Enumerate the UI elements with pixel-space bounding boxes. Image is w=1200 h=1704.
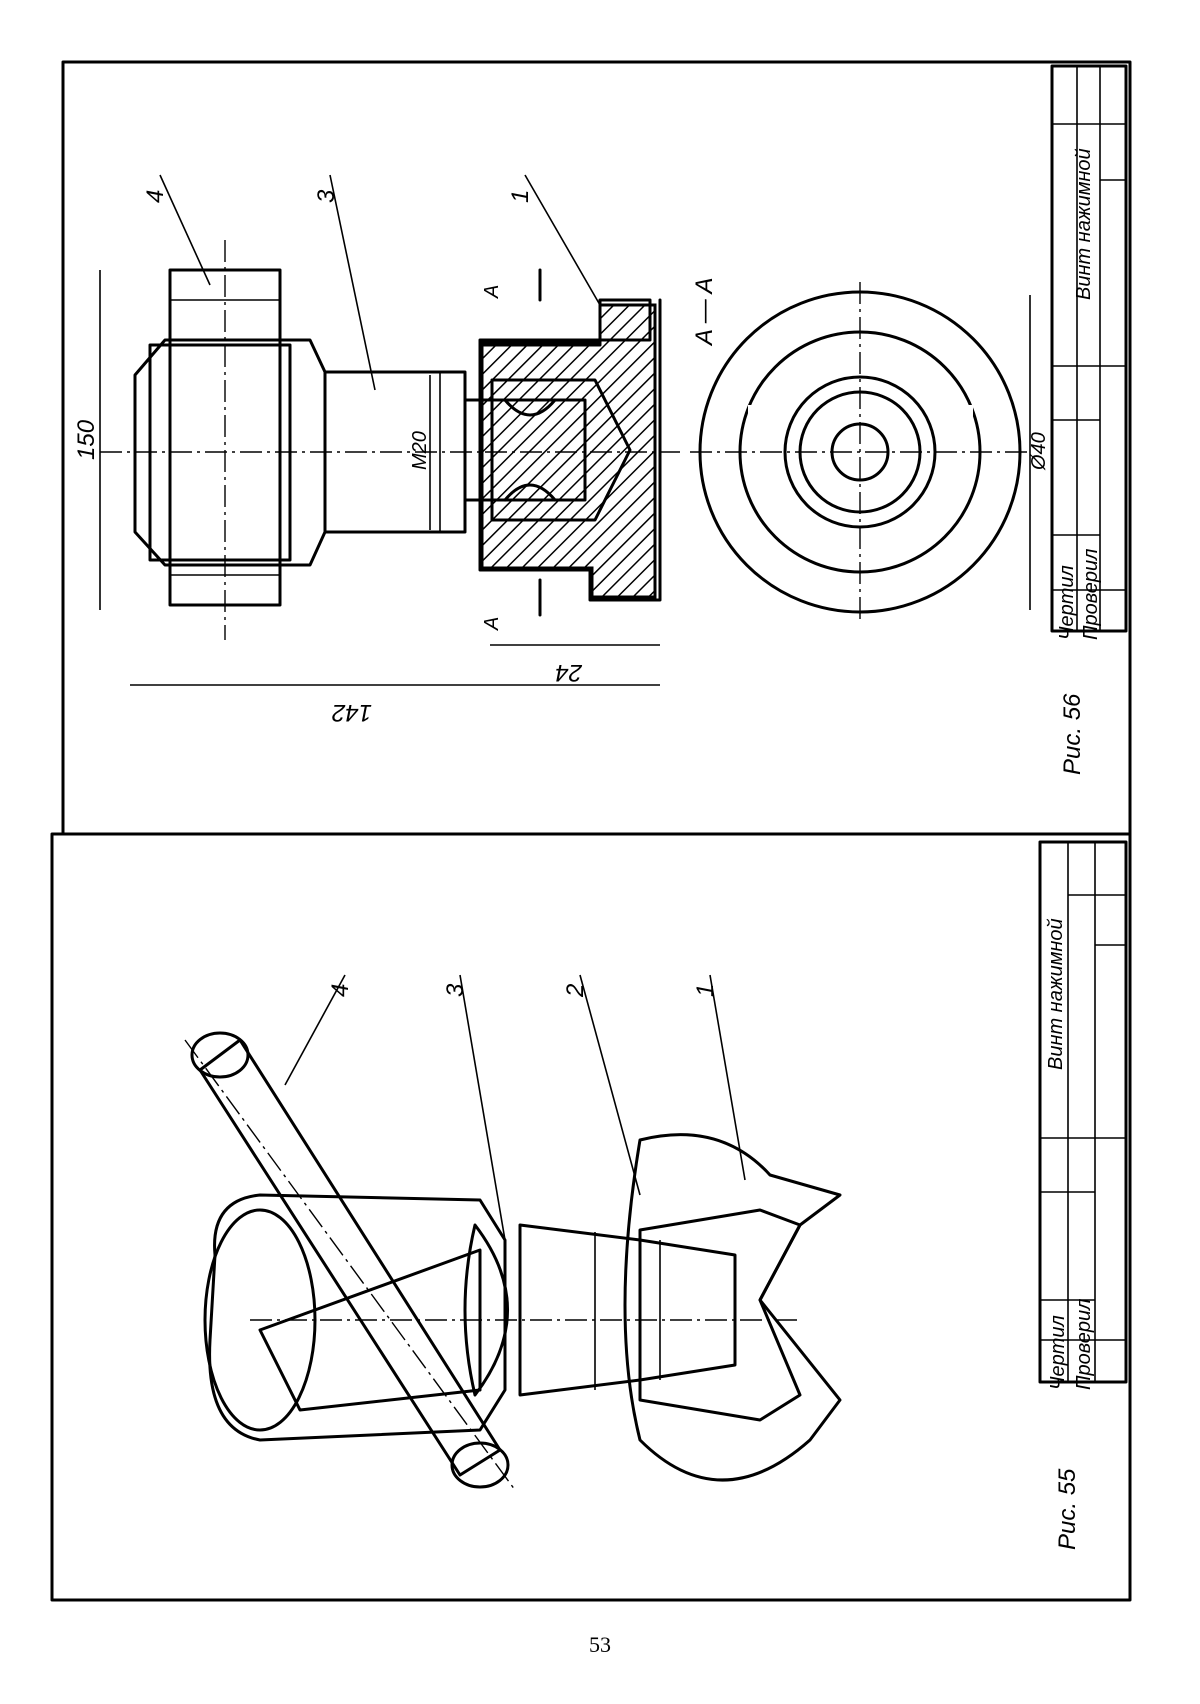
fig55-callout-4: 4 — [327, 984, 354, 997]
fig56-checked-label: Проверил — [1080, 549, 1102, 640]
fig55-callout-1: 1 — [692, 984, 719, 997]
fig56-caption: Рис. 56 — [1059, 693, 1086, 775]
fig56-dim-150: 150 — [73, 419, 100, 460]
fig56-title-block — [1050, 64, 1128, 633]
fig56-callout-1: 1 — [507, 190, 534, 203]
fig56-section-marker-top: A — [481, 285, 503, 299]
fig56-head — [133, 268, 327, 607]
fig56-title: Винт нажимной — [1073, 148, 1095, 300]
fig56-base-part — [478, 298, 662, 602]
fig55-frame — [50, 832, 1132, 1602]
fig56-dim-24: 24 — [555, 659, 583, 686]
fig55-caption: Рис. 55 — [1054, 1468, 1081, 1550]
fig56-section-label: A — A — [691, 277, 718, 347]
fig55-checked-label: Проверил — [1073, 1299, 1095, 1390]
fig55-callout-3: 3 — [442, 983, 469, 997]
fig55-title: Винт нажимной — [1045, 918, 1067, 1070]
fig55-title-block — [1038, 840, 1128, 1384]
fig56-dim-142: 142 — [332, 699, 372, 726]
fig55-stem — [463, 1223, 737, 1397]
fig56-dim-d40: Ø40 — [1028, 432, 1050, 471]
fig56-callout-3: 3 — [313, 189, 340, 203]
page-number: 53 — [589, 1632, 611, 1657]
fig56-dimensions — [99, 268, 1031, 686]
fig56-frame — [61, 60, 1132, 836]
fig56-dim-m20: M20 — [409, 431, 431, 470]
fig55-drew-label: Чертил — [1047, 1315, 1069, 1390]
fig56-section-marker-bottom: A — [481, 617, 503, 631]
fig55-callout-2: 2 — [562, 984, 589, 998]
fig56-callout-4: 4 — [142, 190, 169, 203]
fig56-drew-label: Чертил — [1056, 565, 1078, 640]
fig55-base-part — [623, 1133, 842, 1482]
fig56-section-view — [690, 282, 1030, 622]
fig55-crossbar — [184, 1031, 516, 1491]
fig55-head — [203, 1193, 507, 1442]
